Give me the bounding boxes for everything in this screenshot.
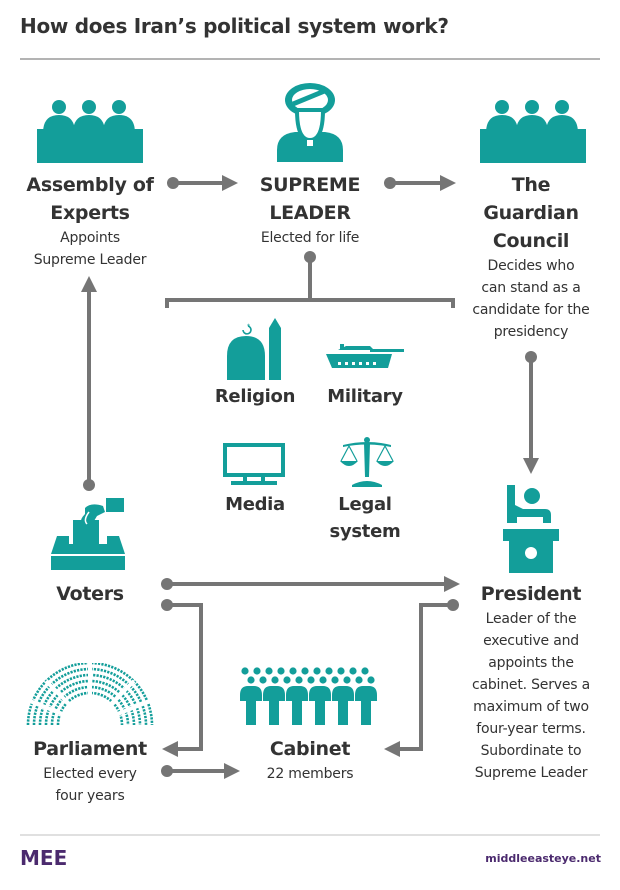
title-divider: [20, 58, 600, 60]
mosque-icon: *: [227, 318, 281, 380]
president-desc-line: appoints the: [488, 655, 574, 671]
parliament-title: Parliament: [33, 738, 147, 760]
guardian-desc-line: presidency: [493, 324, 569, 340]
council-seated-people-icon: [480, 100, 586, 163]
assembly-title-line2: Experts: [50, 202, 130, 224]
controlled-religion-label: Religion: [214, 386, 296, 407]
arrow-leader-to-guardian: [384, 175, 456, 191]
mee-logo-icon[interactable]: MEE: [20, 847, 68, 869]
parliament-desc-line2: four years: [55, 788, 125, 804]
node-voters: Voters: [10, 580, 170, 608]
leader-title-line2: LEADER: [269, 202, 351, 224]
tank-icon: [326, 344, 404, 368]
president-title: President: [480, 583, 582, 605]
president-desc-line: Supreme Leader: [474, 765, 588, 781]
arrow-parliament-to-cabinet: [161, 763, 240, 779]
controlled-military-label: Military: [327, 386, 403, 407]
assembly-seated-people-icon: [37, 100, 143, 163]
president-desc-line: executive and: [483, 633, 579, 649]
cabinet-title: Cabinet: [269, 738, 351, 760]
node-cabinet: Cabinet 22 members: [230, 735, 390, 785]
guardian-title-line1: The: [511, 174, 551, 196]
president-desc-line: Subordinate to: [480, 743, 582, 759]
arrow-voters-to-assembly: [81, 276, 97, 491]
assembly-title-line1: Assembly of: [26, 174, 154, 196]
parliament-desc-line1: Elected every: [43, 766, 137, 782]
cleric-turban-icon: [277, 83, 343, 162]
president-desc-line: maximum of two: [473, 699, 589, 715]
president-desc-line: Leader of the: [485, 611, 577, 627]
footer-site-link[interactable]: middleeasteye.net: [485, 852, 601, 865]
president-desc-line: cabinet. Serves a: [471, 677, 590, 693]
group-of-people-icon: [240, 667, 377, 725]
svg-text:*: *: [247, 323, 250, 330]
controlled-media-label: Media: [225, 494, 285, 515]
arrow-president-to-cabinet: [384, 599, 459, 757]
bracket-leader-controls: [165, 251, 455, 308]
guardian-title-line2: Guardian: [483, 202, 579, 224]
arrow-assembly-to-leader: [167, 175, 238, 191]
node-president: President Leader of the executive and ap…: [450, 580, 612, 784]
assembly-desc-line1: Appoints: [60, 230, 120, 246]
footer-divider: [20, 834, 600, 836]
controlled-legal-system-label: Legal system: [315, 491, 415, 545]
guardian-desc-line: can stand as a: [481, 280, 581, 296]
page-title: How does Iran’s political system work?: [20, 14, 449, 38]
cabinet-desc: 22 members: [266, 766, 354, 782]
arrow-voters-to-parliament: [161, 599, 203, 757]
guardian-desc-line: candidate for the: [472, 302, 590, 318]
node-supreme-leader: SUPREME LEADER Elected for life: [230, 171, 390, 249]
scales-of-justice-icon: [340, 437, 394, 487]
guardian-desc-line: Decides who: [487, 258, 575, 274]
ballot-box-icon: [51, 498, 125, 570]
legal-label-line2: system: [329, 521, 401, 542]
arrow-voters-to-president: [161, 576, 460, 592]
leader-desc: Elected for life: [260, 230, 360, 246]
arrow-guardian-to-president: [523, 351, 539, 474]
voters-title: Voters: [56, 583, 124, 605]
assembly-desc-line2: Supreme Leader: [33, 252, 147, 268]
leader-title-line1: SUPREME: [259, 174, 361, 196]
node-assembly-of-experts: Assembly of Experts Appoints Supreme Lea…: [10, 171, 170, 271]
node-guardian-council: The Guardian Council Decides who can sta…: [456, 171, 606, 343]
podium-speaker-icon: [503, 485, 559, 573]
node-parliament: Parliament Elected every four years: [10, 735, 170, 807]
footer-logo-text: MEE: [20, 847, 67, 869]
parliament-hemicycle-icon: [26, 663, 154, 727]
legal-label-line1: Legal: [338, 494, 392, 515]
monitor-icon: [223, 443, 285, 485]
president-desc-line: four-year terms.: [476, 721, 586, 737]
guardian-title-line3: Council: [492, 230, 570, 252]
